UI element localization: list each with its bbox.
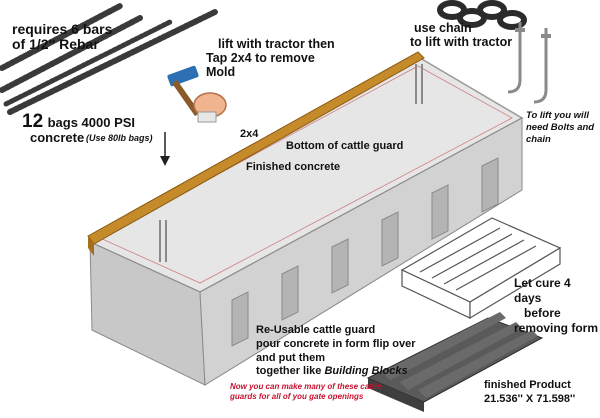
tap-line2: Mold xyxy=(206,64,236,79)
lift-tractor-label: lift with tractor then xyxy=(218,37,335,51)
lift-note-line3: chain xyxy=(526,133,551,145)
reusable-line1: Re-Usable cattle guard xyxy=(256,324,376,336)
tap-2x4-label: Tap 2x4 to remove Mold xyxy=(206,51,315,80)
rebar-req-line1: requires 6 bars xyxy=(12,21,113,37)
lift-bolts-note: To lift you will need Bolts and chain xyxy=(526,110,594,146)
hammer-hand-icon xyxy=(167,65,227,123)
concrete-bags-label: 12 bags 4000 PSI xyxy=(22,111,136,133)
use-chain-label: use chain to lift with tractor xyxy=(410,21,513,50)
chain-icon xyxy=(437,0,527,30)
bags-number: 12 xyxy=(22,111,44,132)
now-line1: Now you can make many of these cattle xyxy=(230,382,382,391)
lift-note-line2: need Bolts and xyxy=(526,121,595,133)
concrete-word: concrete xyxy=(30,130,85,145)
finished-product-line2: 21.536'' X 71.598'' xyxy=(484,393,576,406)
tap-line1: Tap 2x4 to remove xyxy=(206,51,315,65)
cure-line2: before xyxy=(524,306,561,320)
use-chain-line1: use chain xyxy=(414,21,472,35)
cattle-guard-form xyxy=(87,51,524,386)
rebar-req-line2: of 1/2'' Rebar xyxy=(12,36,99,53)
reusable-line4-plain: together like xyxy=(256,365,325,378)
bottom-of-guard-label: Bottom of cattle guard xyxy=(286,140,404,152)
reusable-line3: and put them xyxy=(256,351,326,364)
cure-line3: removing form xyxy=(514,321,599,335)
reusable-line2: pour concrete in form flip over xyxy=(256,337,416,350)
finished-product-line1: finished Product xyxy=(484,379,571,391)
cure-line1: Let cure 4 days xyxy=(514,276,571,305)
finished-product-label: finished Product 21.536'' X 71.598'' xyxy=(484,378,575,407)
lift-note-line1: To lift you will xyxy=(526,110,589,121)
rebar-requirement-label: requires 6 bars of 1/2'' Rebar xyxy=(12,21,113,53)
now-line2: guards for all of you gate openings xyxy=(230,391,364,401)
empty-mold-outline xyxy=(400,217,562,320)
now-you-can-note: Now you can make many of these cattle gu… xyxy=(230,382,381,401)
reusable-guard-label: Re-Usable cattle guard pour concrete in … xyxy=(256,324,416,379)
two-by-four-label: 2x4 xyxy=(240,128,259,140)
hook-bolt-icons xyxy=(507,22,551,104)
finished-concrete-label: Finished concrete xyxy=(246,161,341,173)
bags-text: bags 4000 PSI xyxy=(47,115,136,130)
finished-product-block xyxy=(366,312,544,412)
use-chain-line2: to lift with tractor xyxy=(410,34,513,49)
rebar-bars xyxy=(0,3,218,115)
cure-label: Let cure 4 days before removing form xyxy=(514,276,600,336)
reusable-line4: together like Building Blocks xyxy=(256,365,416,379)
use-80lb-bags-note: (Use 80lb bags) xyxy=(86,133,153,143)
reusable-line4-italic: Building Blocks xyxy=(324,365,408,378)
down-arrow-icon xyxy=(160,132,170,166)
